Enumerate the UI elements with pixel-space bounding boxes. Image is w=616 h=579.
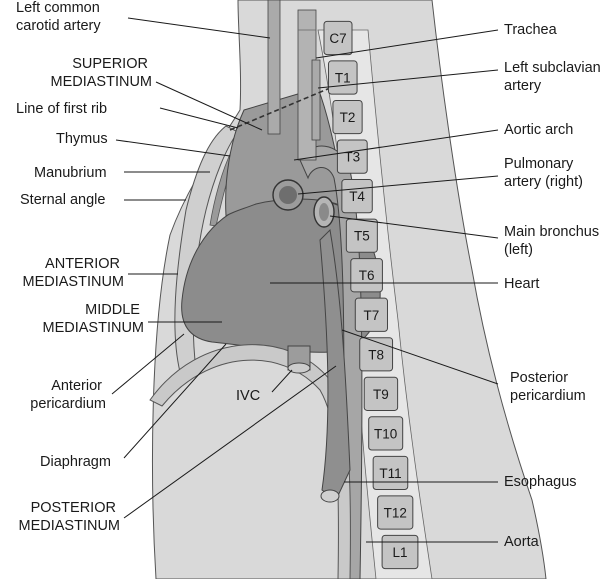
label-heart: Heart: [504, 276, 539, 292]
vertebra-body-t8: [359, 337, 394, 372]
label-trachea: Trachea: [504, 22, 558, 38]
vertebra-label-t4: T4: [349, 189, 365, 204]
label-main-bronchus: Main bronchus (left): [504, 224, 603, 258]
label-manubrium: Manubrium: [34, 165, 107, 181]
vertebra-label-t2: T2: [340, 110, 356, 125]
carotid-shape: [267, 0, 281, 135]
vertebra-label-t1: T1: [335, 71, 351, 86]
label-sternal-angle: Sternal angle: [20, 192, 105, 208]
vertebra-body-t7: [354, 297, 388, 332]
vertebra-label-l1: L1: [392, 545, 407, 560]
vertebra-body-t9: [363, 376, 399, 411]
vertebra-body-t6: [350, 258, 383, 293]
label-middle-mediastinum: MIDDLE MEDIASTINUM: [43, 302, 145, 336]
subclavian-shape: [311, 59, 321, 141]
label-pulmonary-artery: Pulmonary artery (right): [504, 156, 583, 190]
vertebra-label-t10: T10: [374, 426, 397, 441]
label-line-of-first-rib: Line of first rib: [16, 101, 107, 117]
vertebra-label-c7: C7: [329, 31, 346, 46]
label-left-common-carotid: Left common carotid artery: [16, 0, 104, 34]
vertebra-label-t3: T3: [344, 150, 360, 165]
pulmonary-artery-lumen: [279, 186, 297, 204]
label-diaphragm: Diaphragm: [40, 454, 111, 470]
vertebra-body-t3: [336, 139, 368, 174]
label-posterior-mediastinum: POSTERIOR MEDIASTINUM: [19, 500, 121, 534]
vertebra-body-t5: [345, 218, 378, 253]
label-left-subclavian-artery: Left subclavian artery: [504, 60, 605, 94]
vertebra-label-t12: T12: [384, 505, 407, 520]
label-anterior-mediastinum: ANTERIOR MEDIASTINUM: [23, 256, 125, 290]
label-thymus: Thymus: [56, 131, 108, 147]
vertebra-body-l1: [381, 534, 419, 570]
vertebra-body-t12: [377, 495, 414, 530]
label-esophagus: Esophagus: [504, 474, 577, 490]
label-anterior-pericardium: Anterior pericardium: [30, 378, 106, 412]
label-superior-mediastinum: SUPERIOR MEDIASTINUM: [51, 56, 153, 90]
ivc-lumen: [287, 362, 311, 374]
vertebra-body-t10: [368, 416, 404, 451]
vertebra-label-t5: T5: [354, 229, 370, 244]
vertebra-label-t6: T6: [359, 268, 375, 283]
label-ivc: IVC: [236, 388, 260, 404]
vertebra-body-t11: [372, 455, 409, 491]
vertebra-label-t11: T11: [379, 466, 401, 481]
label-aortic-arch: Aortic arch: [504, 122, 573, 138]
vertebra-label-t9: T9: [373, 387, 389, 402]
esophagus-opening: [320, 489, 340, 503]
leader-lines: [111, 17, 499, 543]
diaphragm-shape: [149, 344, 351, 579]
vertebra-label-t7: T7: [364, 308, 380, 323]
vertebra-label-t8: T8: [368, 347, 384, 362]
label-aorta: Aorta: [504, 534, 540, 550]
vertebra-body-t2: [332, 99, 363, 135]
label-posterior-pericardium: Posterior pericardium: [510, 370, 586, 404]
main-bronchus-lumen: [319, 203, 329, 221]
